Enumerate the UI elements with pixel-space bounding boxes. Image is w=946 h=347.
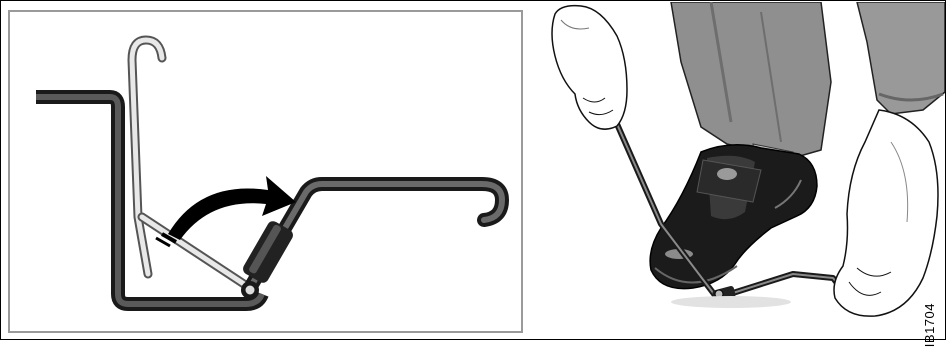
figure-frame: IB1704 (0, 0, 946, 340)
hinge-pivot (241, 281, 259, 299)
figure-code: IB1704 (922, 303, 937, 347)
left-hand (552, 6, 627, 130)
shoe (650, 145, 817, 289)
folded-handle-rod (132, 40, 250, 288)
crank-handle-diagram (8, 10, 523, 333)
crank-handle-use-svg (531, 2, 945, 339)
ground-shadow (671, 296, 791, 308)
right-hand (834, 110, 938, 316)
crank-handle-diagram-svg (10, 12, 521, 331)
crank-handle-use-illustration: IB1704 (531, 2, 945, 339)
